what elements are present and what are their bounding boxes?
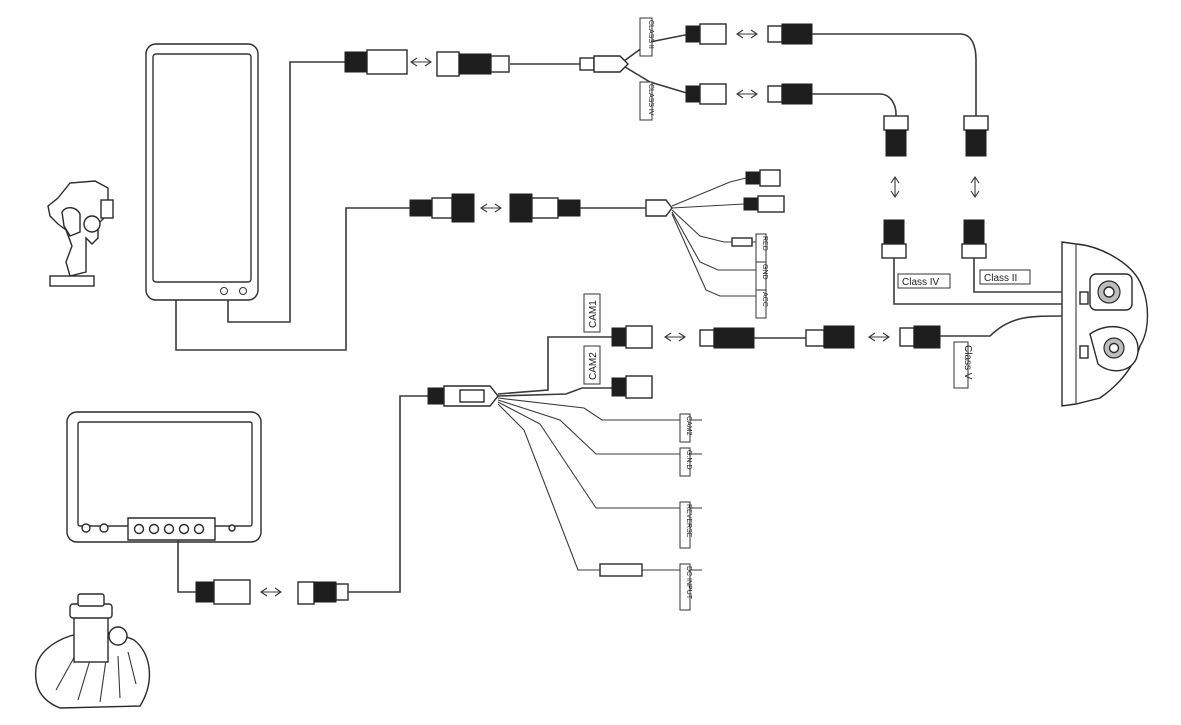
label-wire-gnd: GND xyxy=(755,261,768,291)
connector-icon xyxy=(409,193,673,223)
svg-text:DC INPUT: DC INPUT xyxy=(685,566,692,600)
svg-text:CLASS IV: CLASS IV xyxy=(647,84,654,116)
suction-mount-icon xyxy=(34,593,151,709)
label-wire-gnd2: G.N.D xyxy=(679,447,692,477)
connector-icon xyxy=(881,115,989,259)
bracket-mount-icon xyxy=(47,180,114,287)
svg-text:CLASS II: CLASS II xyxy=(647,20,654,49)
label-wire-cam2: CAM2 xyxy=(679,413,692,443)
connector-icon xyxy=(195,579,349,605)
svg-text:GND: GND xyxy=(761,264,768,280)
svg-text:Class V: Class V xyxy=(962,345,973,380)
connector-icon xyxy=(427,385,499,407)
connector-icon xyxy=(685,23,813,105)
label-wire-acc: ACC xyxy=(755,289,768,319)
connector-icon xyxy=(731,169,785,247)
mirror-monitor-icon xyxy=(145,43,259,301)
connector-icon xyxy=(699,325,941,349)
svg-text:CAM2: CAM2 xyxy=(588,352,599,380)
svg-text:ACC: ACC xyxy=(761,292,768,307)
dash-monitor-icon xyxy=(66,411,262,543)
label-wire-red: RED xyxy=(755,233,768,263)
label-wire-reverse: REVERSE xyxy=(679,501,692,549)
camera-housing-icon xyxy=(1061,241,1149,407)
label-class-ii-top: CLASS II xyxy=(639,17,654,57)
svg-text:G.N.D: G.N.D xyxy=(685,450,692,469)
svg-text:RED: RED xyxy=(761,236,768,251)
connector-icon xyxy=(599,325,653,577)
svg-text:CAM1: CAM1 xyxy=(588,300,599,328)
svg-text:Class II: Class II xyxy=(984,273,1017,284)
label-cam1: CAM1 xyxy=(583,293,601,333)
label-class-v: Class V xyxy=(953,341,973,389)
connector-icon xyxy=(344,49,629,77)
svg-text:CAM2: CAM2 xyxy=(685,416,692,436)
label-cam2: CAM2 xyxy=(583,345,601,385)
svg-text:Class IV: Class IV xyxy=(902,277,940,288)
label-class-iv-top: CLASS IV xyxy=(639,81,654,121)
label-wire-dc-input: DC INPUT xyxy=(679,563,692,611)
label-class-ii: Class II xyxy=(979,269,1031,285)
double-arrow-icon xyxy=(890,176,980,198)
svg-text:REVERSE: REVERSE xyxy=(685,504,692,538)
double-arrow-icon xyxy=(260,29,890,597)
label-class-iv: Class IV xyxy=(897,273,951,289)
